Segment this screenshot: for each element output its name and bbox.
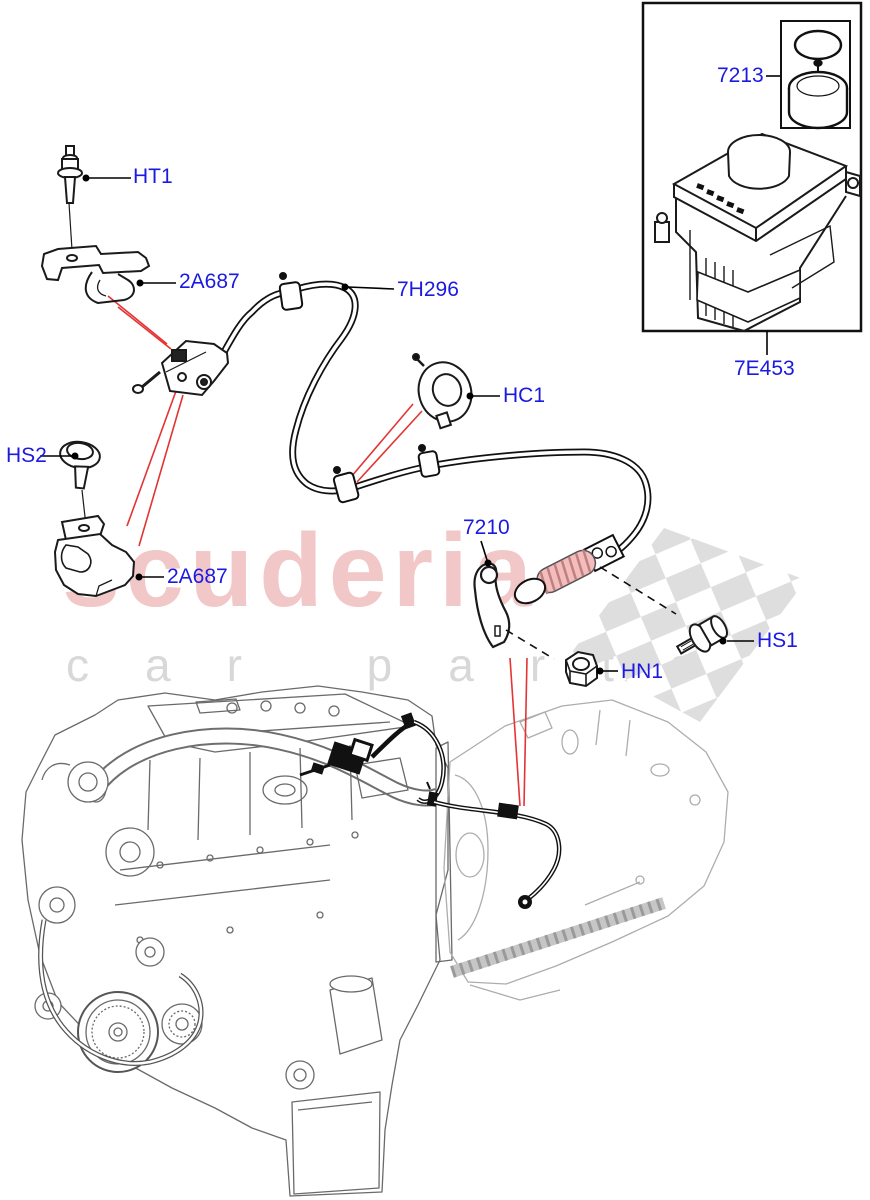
callout-2a687-upper[interactable]: 2A687 <box>179 270 240 293</box>
callout-2a687-lower[interactable]: 2A687 <box>167 565 228 588</box>
callout-ht1[interactable]: HT1 <box>133 165 173 188</box>
knob-kit-part <box>787 29 849 130</box>
engine-harness-cable <box>299 712 446 804</box>
callout-hc1[interactable]: HC1 <box>503 384 546 407</box>
shift-module-inset <box>641 1 863 333</box>
shift-module-part <box>654 132 861 333</box>
callout-hs2[interactable]: HS2 <box>6 444 47 467</box>
callout-dots <box>71 174 727 675</box>
callout-7210[interactable]: 7210 <box>463 516 510 539</box>
upper-bracket-part <box>40 244 151 305</box>
callout-7213[interactable]: 7213 <box>717 64 764 87</box>
callout-7h296[interactable]: 7H296 <box>397 278 459 301</box>
lever-bolt-part <box>675 615 728 655</box>
watermark-brand: scuderia <box>62 513 538 629</box>
engine-illustration <box>21 685 453 1197</box>
glow-sensor-part <box>57 145 83 251</box>
transmission-illustration <box>443 699 729 1001</box>
checkered-flag-watermark <box>572 528 806 722</box>
assembly-dashed-lines <box>505 566 677 660</box>
callout-hs1[interactable]: HS1 <box>757 629 798 652</box>
lower-bracket-part <box>53 514 136 598</box>
callout-7e453[interactable]: 7E453 <box>734 357 795 380</box>
selector-cable-part <box>220 272 652 605</box>
callout-hn1[interactable]: HN1 <box>621 660 664 683</box>
callout-leaders <box>40 75 780 672</box>
bracket-bolt-part <box>59 440 101 527</box>
cable-adjuster-part <box>132 339 230 397</box>
lever-nut-part <box>565 650 598 688</box>
locator-lines <box>107 295 528 807</box>
shift-lever-part <box>473 562 511 649</box>
transmission-shift-cable <box>426 781 562 909</box>
cable-clip-part <box>412 353 473 430</box>
